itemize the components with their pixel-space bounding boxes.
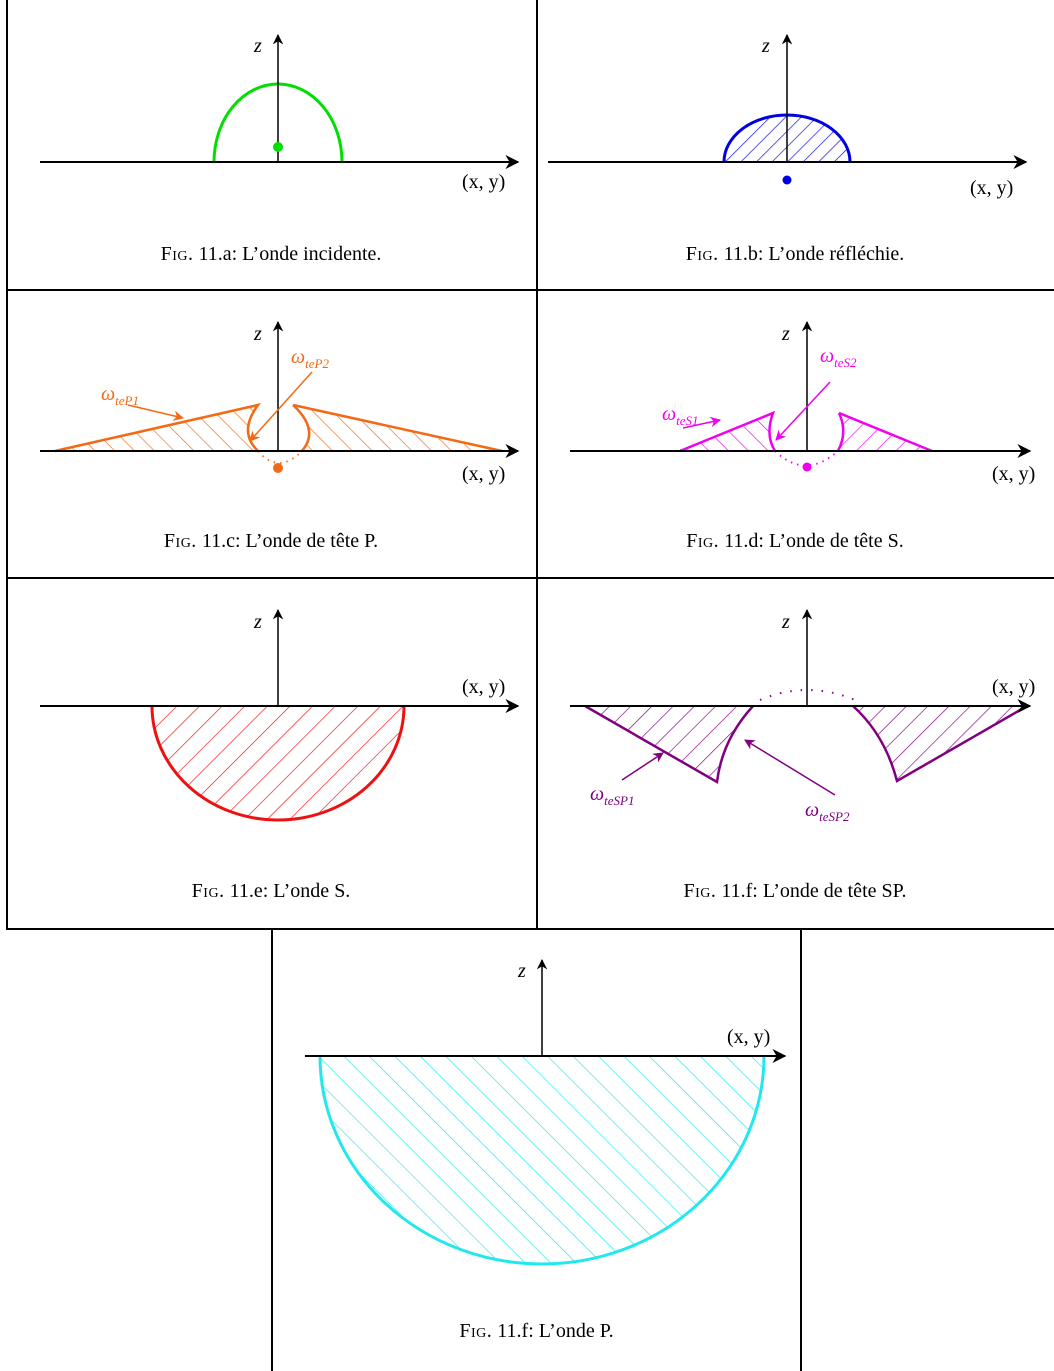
fig-11f-p-diagram: z (x, y) [305,958,787,1266]
fig-11e-diagram: z (x, y) [40,608,520,822]
fig-11f-p-caption: Fig. 11.f: L’onde P. [459,1320,614,1342]
fig-11d-diagram: ωteS1 ωteS2 z (x, y) [570,320,1035,485]
fig-11e-z-label: z [253,611,262,633]
fig-11f-p-xy-label: (x, y) [727,1026,770,1048]
fig-11f-sp-omega1-label: ωteSP1 [590,783,634,808]
fig-11a-diagram: z (x, y) [40,33,520,193]
fig-11c-omega1-label: ωteP1 [101,383,139,408]
fig-11d-z-label: z [781,323,790,345]
fig-11f-sp-caption: Fig. 11.f: L’onde de tête SP. [683,880,907,902]
fig-11d-xy-label: (x, y) [992,463,1035,485]
fig-11d-caption: Fig. 11.d: L’onde de tête S. [686,530,904,552]
grid-left-border [6,0,8,930]
fig-11c-caption: Fig. 11.c: L’onde de tête P. [163,530,379,552]
fig-11d-omega2-label: ωteS2 [820,345,857,370]
bottom-cell-right-border [800,930,802,1371]
fig-11a-caption: Fig. 11.a: L’onde incidente. [160,243,382,265]
fig-11f-sp-xy-label: (x, y) [992,676,1035,698]
fig-11f-p-z-label: z [517,960,526,982]
grid-row-divider-1 [6,289,1054,291]
fig-11f-sp-omega2-label: ωteSP2 [805,799,850,824]
fig-11c-xy-label: (x, y) [462,463,505,485]
grid-middle-divider [536,0,538,930]
fig-11c-z-label: z [253,323,262,345]
fig-11a-xy-label: (x, y) [462,171,505,193]
fig-11b-z-label: z [761,35,770,57]
grid-row-divider-2 [6,577,1054,579]
fig-11f-sp-z-label: z [781,611,790,633]
fig-11c-diagram: ωteP1 ωteP2 z (x, y) [40,320,520,485]
fig-11c-omega2-label: ωteP2 [291,346,329,371]
fig-11b-xy-label: (x, y) [970,177,1013,199]
fig-11e-xy-label: (x, y) [462,676,505,698]
fig-11d-omega1-label: ωteS1 [662,403,699,428]
bottom-cell-left-border [271,930,273,1371]
fig-11b-diagram: z (x, y) [548,33,1028,199]
fig-11f-sp-diagram: ωteSP1 ωteSP2 z (x, y) [570,608,1035,824]
fig-11e-caption: Fig. 11.e: L’onde S. [191,880,351,902]
fig-11a-z-label: z [253,35,262,57]
grid-bottom-border [6,928,1054,930]
fig-11b-caption: Fig. 11.b: L’onde réfléchie. [685,243,905,265]
